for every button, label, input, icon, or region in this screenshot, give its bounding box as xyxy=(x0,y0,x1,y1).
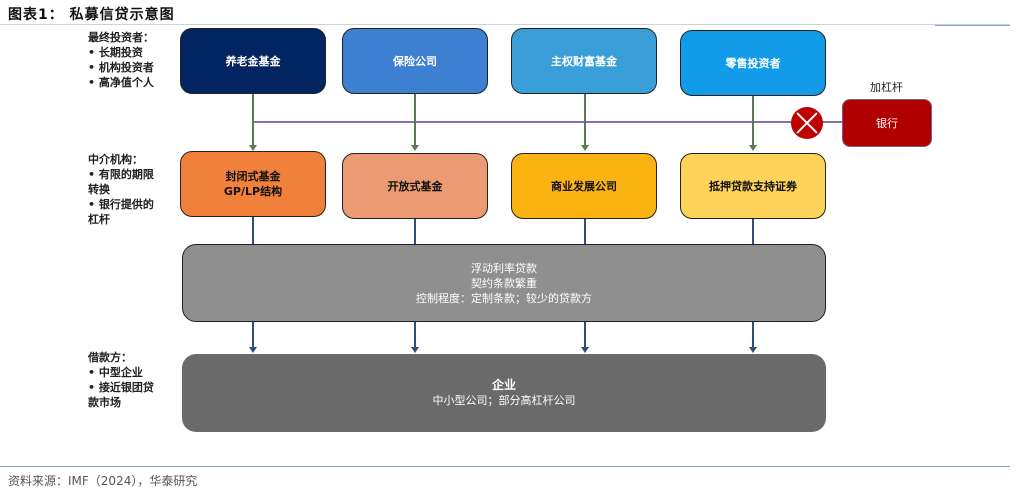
source-note: 资料来源：IMF（2024），华泰研究 xyxy=(8,474,198,488)
investor-box-sovereign-wealth: 主权财富基金 xyxy=(511,28,657,94)
connector-line xyxy=(252,322,254,348)
side-label-line: • 长期投资 xyxy=(88,46,143,59)
side-label-line: • 中型企业 xyxy=(88,366,143,379)
bank-box: 银行 xyxy=(842,99,932,147)
arrow-down-icon xyxy=(411,347,419,353)
side-label-line: • 有限的期限 xyxy=(88,168,154,181)
investors-side-label: 最终投资者： • 长期投资 • 机构投资者 • 高净值个人 xyxy=(88,30,154,90)
loan-terms-box: 浮动利率贷款 契约条款繁重 控制程度：定制条款；较少的贷款方 xyxy=(182,244,826,322)
intermediary-box-closed-end-fund: 封闭式基金 GP/LP结构 xyxy=(180,151,326,217)
investor-label: 养老金基金 xyxy=(225,54,281,68)
side-label-line: • 机构投资者 xyxy=(88,61,154,74)
loan-line: 控制程度：定制条款；较少的贷款方 xyxy=(416,291,592,305)
investor-box-pension-fund: 养老金基金 xyxy=(180,28,326,94)
source-divider xyxy=(0,466,1010,467)
connector-line xyxy=(584,219,586,245)
side-label-line: 中介机构： xyxy=(88,153,143,166)
intermediary-box-bdc: 商业发展公司 xyxy=(511,153,657,219)
investor-label: 保险公司 xyxy=(393,54,437,68)
side-label-line: • 高净值个人 xyxy=(88,76,154,89)
investor-box-retail: 零售投资者 xyxy=(680,30,826,96)
intermediary-label: 开放式基金 xyxy=(387,179,443,193)
intermediary-label: 商业发展公司 xyxy=(551,179,617,193)
connector-line xyxy=(414,94,416,146)
title-divider xyxy=(0,24,1010,25)
connector-line xyxy=(252,217,254,245)
investor-box-insurance: 保险公司 xyxy=(342,28,488,94)
investor-label: 主权财富基金 xyxy=(551,54,617,68)
connector-line xyxy=(414,219,416,245)
leverage-line xyxy=(253,121,843,123)
borrower-subtitle: 中小型公司；部分高杠杆公司 xyxy=(432,394,576,407)
connector-line xyxy=(752,96,754,146)
loan-line: 浮动利率贷款 xyxy=(471,261,537,275)
intermediary-box-clo: 抵押贷款支持证券 xyxy=(680,153,826,219)
side-label-line: 款市场 xyxy=(88,396,121,409)
side-label-line: 杠杆 xyxy=(88,213,110,226)
side-label-line: • 银行提供的 xyxy=(88,198,154,211)
connector-line xyxy=(584,322,586,348)
side-label-line: 最终投资者： xyxy=(88,31,154,44)
intermediary-sublabel: GP/LP结构 xyxy=(223,185,283,198)
title-divider-accent xyxy=(935,25,1010,26)
connector-line xyxy=(252,94,254,146)
side-label-line: 借款方： xyxy=(88,351,132,364)
intermediaries-side-label: 中介机构： • 有限的期限 转换 • 银行提供的 杠杆 xyxy=(88,152,154,227)
loan-line: 契约条款繁重 xyxy=(471,276,537,290)
figure-title: 图表1： 私募信贷示意图 xyxy=(8,7,175,23)
connector-line xyxy=(584,94,586,146)
arrow-down-icon xyxy=(411,145,419,151)
bank-label: 银行 xyxy=(876,116,898,130)
connector-line xyxy=(752,219,754,245)
borrower-title: 企业 xyxy=(491,378,516,392)
intermediary-label: 封闭式基金 xyxy=(225,170,281,183)
borrower-box: 企业 中小型公司；部分高杠杆公司 xyxy=(182,354,826,432)
arrow-down-icon xyxy=(749,145,757,151)
side-label-line: 转换 xyxy=(88,183,110,196)
arrow-down-icon xyxy=(249,145,257,151)
connector-line xyxy=(752,322,754,348)
side-label-line: • 接近银团贷 xyxy=(88,381,154,394)
arrow-down-icon xyxy=(749,347,757,353)
arrow-down-icon xyxy=(581,347,589,353)
investor-label: 零售投资者 xyxy=(725,56,781,70)
x-circle-icon xyxy=(791,107,823,139)
connector-line xyxy=(414,322,416,348)
leverage-label: 加杠杆 xyxy=(870,81,903,94)
arrow-down-icon xyxy=(249,347,257,353)
intermediary-box-open-end-fund: 开放式基金 xyxy=(342,153,488,219)
intermediary-label: 抵押贷款支持证券 xyxy=(709,179,797,193)
borrowers-side-label: 借款方： • 中型企业 • 接近银团贷 款市场 xyxy=(88,350,154,410)
arrow-down-icon xyxy=(581,145,589,151)
